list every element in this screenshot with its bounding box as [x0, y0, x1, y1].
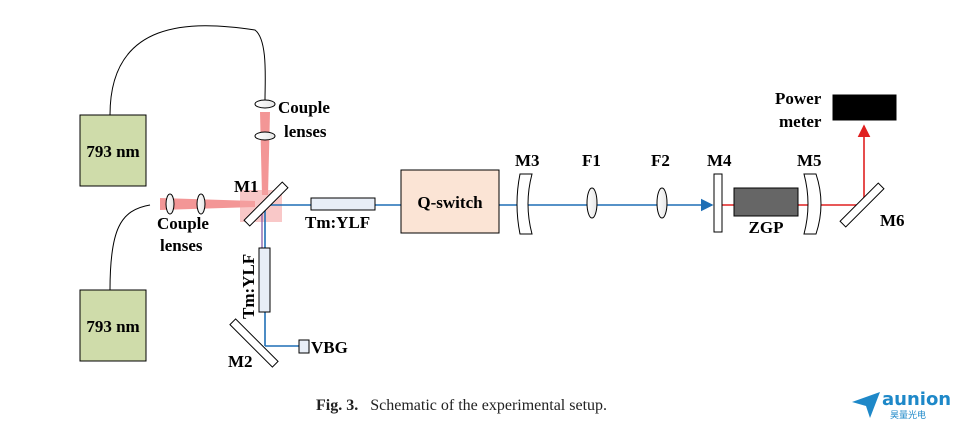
mirror-m1-label: M1	[234, 177, 259, 196]
pump-laser-top-label: 793 nm	[86, 142, 139, 161]
logo-sub-text: 昊量光电	[890, 409, 926, 421]
mirror-m4	[713, 173, 723, 233]
q-switch-label: Q-switch	[417, 193, 483, 212]
pump-beam-horizontal	[160, 198, 255, 210]
mirror-m5-label: M5	[797, 151, 822, 170]
mirror-m5	[803, 173, 822, 235]
aunion-logo: aunion 昊量光电	[852, 389, 951, 421]
mirror-m3	[516, 173, 533, 235]
pump-laser-bottom	[79, 289, 147, 362]
fiber-top	[109, 25, 266, 116]
couple-lens-left-1	[165, 193, 175, 215]
couple-lenses-top-label-2: lenses	[284, 122, 327, 141]
couple-lenses-left-label-1: Couple	[157, 214, 209, 233]
vbg-label: VBG	[311, 338, 348, 357]
mirror-m1	[243, 181, 289, 227]
caption-prefix: Fig. 3.	[316, 397, 358, 414]
power-meter-label-1: Power	[775, 89, 822, 108]
pump-beam-vertical	[260, 112, 270, 195]
mirror-m3-label: M3	[515, 151, 540, 170]
lens-f1-label: F1	[582, 151, 601, 170]
lens-f2	[656, 187, 668, 219]
power-meter-label-2: meter	[779, 112, 822, 131]
mirror-m6	[839, 182, 885, 228]
fiber-bottom	[109, 204, 151, 291]
couple-lens-top-2	[254, 131, 276, 141]
mirror-m2	[229, 318, 279, 368]
caption-text: Schematic of the experimental setup.	[370, 397, 607, 414]
tm-ylf-crystal-horizontal	[310, 197, 376, 211]
lens-f1	[586, 187, 598, 219]
pump-laser-top	[79, 114, 147, 187]
vbg-element	[298, 339, 310, 354]
power-meter	[832, 94, 897, 121]
tm-ylf-horizontal-label: Tm:YLF	[305, 213, 370, 232]
q-switch-box	[400, 169, 500, 234]
couple-lenses-left-label-2: lenses	[160, 236, 203, 255]
logo-text: aunion	[882, 389, 951, 410]
lens-f2-label: F2	[651, 151, 670, 170]
couple-lens-left-2	[196, 193, 206, 215]
logo-mark-icon	[852, 392, 880, 418]
zgp-label: ZGP	[749, 218, 784, 237]
mirror-m2-label: M2	[228, 352, 253, 371]
zgp-crystal	[733, 187, 799, 217]
couple-lenses-top-label-1: Couple	[278, 98, 330, 117]
mirror-m4-label: M4	[707, 151, 732, 170]
tm-ylf-vertical-label: Tm:YLF	[239, 254, 258, 319]
couple-lens-top-1	[254, 99, 276, 109]
tm-ylf-crystal-vertical	[258, 247, 271, 313]
figure-caption: Fig. 3. Schematic of the experimental se…	[316, 397, 607, 414]
pump-laser-bottom-label: 793 nm	[86, 317, 139, 336]
mirror-m6-label: M6	[880, 211, 905, 230]
